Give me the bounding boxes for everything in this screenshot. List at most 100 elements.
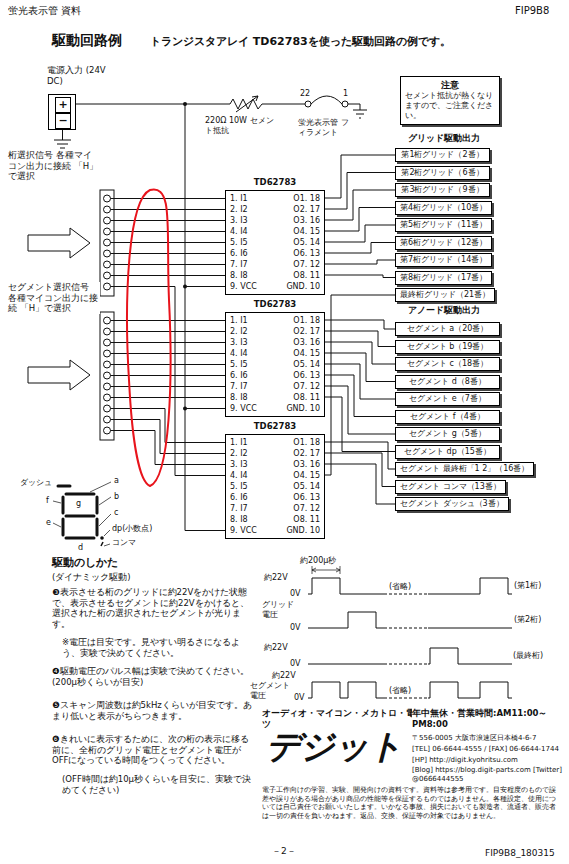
shop-address: 〒556-0005 大阪市浪速区日本橋4-6-7	[412, 734, 536, 743]
pin-label: O8. 11	[293, 270, 320, 281]
box-label: セグメント c（18番）	[407, 359, 488, 368]
pin-label: 3. I3	[230, 215, 248, 226]
box-label: セグメント コンマ（13番）	[400, 482, 501, 491]
pin-label: O4. 15	[293, 470, 320, 481]
shop-contact: [Blog] https://blog.digit-parts.com [Twi…	[412, 766, 562, 784]
note-text: ❸表示させる桁のグリッドに約22Vをかけた状態で、表示させるセグメントに約22V…	[52, 587, 257, 630]
part-label: 蛍光表示管 フィラメント	[298, 118, 352, 138]
pin-label: 5. I5	[230, 237, 248, 248]
page-number: －2－	[272, 846, 296, 857]
connector-pin	[104, 228, 111, 235]
box-label: セグメント f（4番）	[410, 412, 484, 421]
pin-label: O8. 11	[293, 514, 320, 525]
segment-output-box: セグメント d（8番）	[395, 375, 500, 389]
pin-label: 4. I4	[230, 348, 248, 359]
pin-number: 1	[343, 89, 348, 99]
dimension-line	[312, 566, 340, 574]
pin-label: GND. 10	[286, 403, 320, 414]
disclaimer-text: 電子工作向けの学習、実験、開発向けの資料です。資料等は参考用です。目安程度のもの…	[262, 786, 558, 821]
pin-label: O4. 15	[293, 348, 320, 359]
connector-pin	[104, 328, 111, 335]
box-label: セグメント b（19番）	[407, 342, 489, 351]
document-code: FIP9B8_180315	[485, 848, 555, 859]
power-input: 電源入力 (24V DC)+−	[48, 94, 76, 130]
power-label: 電源入力 (24V DC)	[47, 65, 107, 87]
pin-label: 2. I2	[230, 448, 248, 459]
output-wire	[325, 397, 395, 452]
input-arrow	[28, 228, 90, 258]
filament-symbol	[311, 96, 342, 104]
output-wire	[325, 442, 395, 469]
segment-name: d	[78, 543, 83, 553]
shop-hours: 年中無休・営業時間:AM11:00～PM8:00	[412, 708, 562, 729]
chip-name: TD62783	[226, 299, 324, 310]
pin-label: 6. I6	[230, 248, 248, 259]
section-subheading: (ダイナミック駆動)	[52, 572, 131, 583]
pin-label: 5. I5	[230, 481, 248, 492]
chip-name: TD62783	[226, 177, 324, 188]
pin-label: 7. I7	[230, 259, 248, 270]
header-code: FIP9B8	[515, 5, 549, 18]
voltage-label: 約22V	[264, 643, 288, 653]
pin-label: 9. VCC	[230, 403, 257, 414]
seven-segment-digit	[58, 486, 97, 538]
box-label: セグメント a（20番）	[407, 324, 489, 333]
pin-label: 8. I8	[230, 514, 248, 525]
segment-name: dp(小数点)	[112, 524, 152, 534]
box-label: 第8桁グリッド（17番）	[400, 273, 487, 282]
output-wire	[325, 260, 395, 264]
connector-pin	[104, 350, 111, 357]
grid-output-box: 第6桁グリッド（12番）	[395, 236, 492, 250]
resistor-adjust-arrow	[236, 96, 258, 112]
connector-pin	[104, 394, 111, 401]
pin-label: O1. 18	[293, 437, 320, 448]
grid-output-box: 第3桁グリッド（9番）	[395, 183, 490, 197]
output-wire	[325, 190, 395, 220]
box-label: 最終桁グリッド（21番）	[400, 290, 490, 299]
shop-contact: [HP] http://digit.kyohritsu.com	[412, 756, 518, 765]
pin-label: 3. I3	[230, 459, 248, 470]
part-label: 220Ω 10W セメント抵抗	[205, 116, 277, 136]
omitted-label: (省略)	[389, 686, 411, 696]
leader-line	[53, 482, 111, 546]
connector-pin	[104, 272, 111, 279]
pin-label: O2. 17	[293, 326, 320, 337]
output-wire	[325, 243, 395, 254]
voltage-label: 0V	[294, 693, 305, 703]
pin-label: O4. 15	[293, 226, 320, 237]
pin-label: 6. I6	[230, 492, 248, 503]
transistor-array: TD627831. I12. I23. I34. I45. I56. I67. …	[225, 312, 325, 417]
output-wire	[325, 320, 395, 329]
output-wire	[325, 331, 395, 347]
pin-label: O7. 12	[293, 259, 320, 270]
note-text: ❻きれいに表示するために、次の桁の表示に移る前に、全桁のグリッド電圧とセグメント…	[52, 734, 257, 766]
connector-pin	[104, 206, 111, 213]
junction-dot	[183, 102, 187, 106]
output-wire	[325, 275, 395, 278]
connector-pin	[104, 383, 111, 390]
pin-label: O5. 14	[293, 359, 320, 370]
segment-output-box: セグメント ダッシュ（3番）	[395, 497, 509, 511]
segment-name: コンマ	[112, 538, 136, 548]
pin-label: 8. I8	[230, 392, 248, 403]
box-label: 第4桁グリッド（10番）	[400, 203, 487, 212]
page-title: 駆動回路例	[52, 32, 122, 50]
pin-label: 2. I2	[230, 326, 248, 337]
pin-label: O5. 14	[293, 481, 320, 492]
pin-number: 22	[300, 89, 310, 99]
pin-label: O7. 12	[293, 503, 320, 514]
pin-label: GND. 10	[286, 525, 320, 536]
output-wire	[325, 464, 395, 504]
digit-label: (第1桁)	[514, 581, 541, 591]
pin-label: O1. 18	[293, 193, 320, 204]
comma-mark	[101, 542, 103, 546]
pin-label: 5. I5	[230, 359, 248, 370]
input-arrow	[28, 360, 90, 390]
connector-pin	[104, 361, 111, 368]
connector-pin	[104, 427, 111, 434]
voltage-label: 0V	[290, 659, 301, 669]
terminal-sign: −	[55, 113, 71, 129]
output-wire	[325, 453, 395, 487]
connector-pin	[104, 250, 111, 257]
